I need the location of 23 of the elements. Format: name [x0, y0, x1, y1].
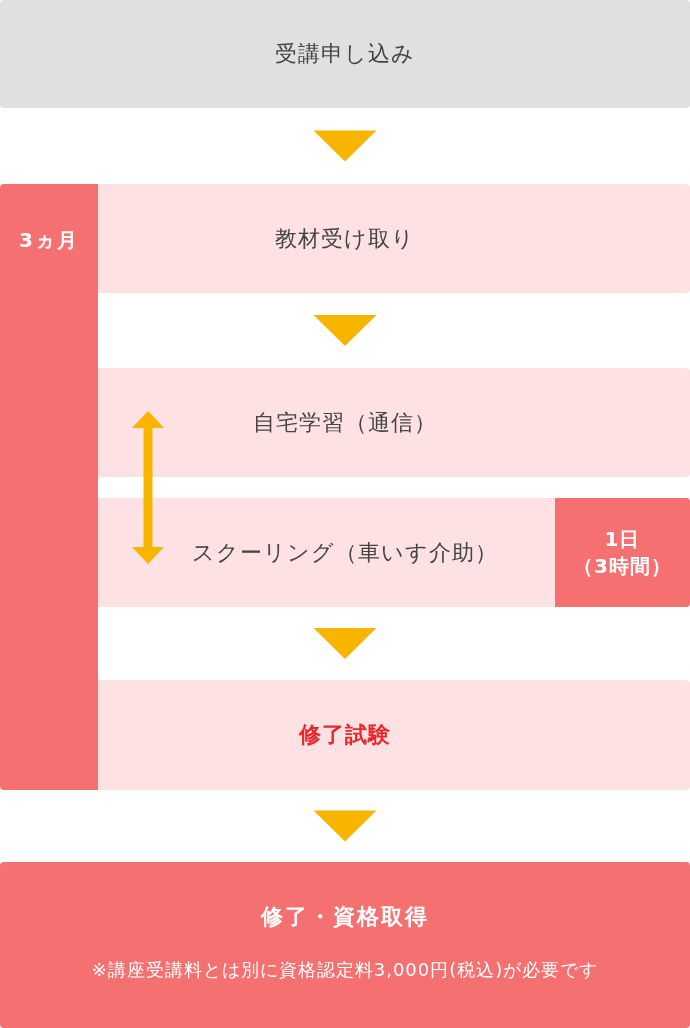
- step-box: [98, 368, 690, 477]
- step-box: [0, 0, 690, 108]
- flow-arrow: [313, 628, 377, 659]
- double-arrow: [132, 411, 164, 564]
- flow-arrow: [313, 130, 377, 162]
- step-box: [98, 680, 690, 790]
- flow-arrow: [313, 810, 377, 842]
- duration-badge: [555, 498, 690, 607]
- step-box: [98, 184, 690, 293]
- step-label: 自宅学習（通信）: [253, 408, 437, 437]
- fee-note: ※講座受講料とは別に資格認定料3,000円(税込)が必要です: [91, 958, 599, 982]
- step-label: 受講申し込み: [275, 40, 415, 68]
- step-label: スクーリング（車いす介助）: [192, 538, 498, 567]
- exam-label: 修了試験: [299, 721, 391, 749]
- duration-detail: （3時間）: [573, 552, 672, 580]
- result-title: 修了・資格取得: [261, 903, 429, 931]
- step-label: 教材受け取り: [275, 224, 415, 253]
- step-box: [98, 498, 690, 607]
- period-label: 3ヵ月: [19, 226, 79, 254]
- duration-label: 1日: [604, 525, 641, 553]
- flow-arrow: [313, 315, 377, 346]
- period-band: [0, 184, 98, 790]
- result-box: [0, 862, 690, 1028]
